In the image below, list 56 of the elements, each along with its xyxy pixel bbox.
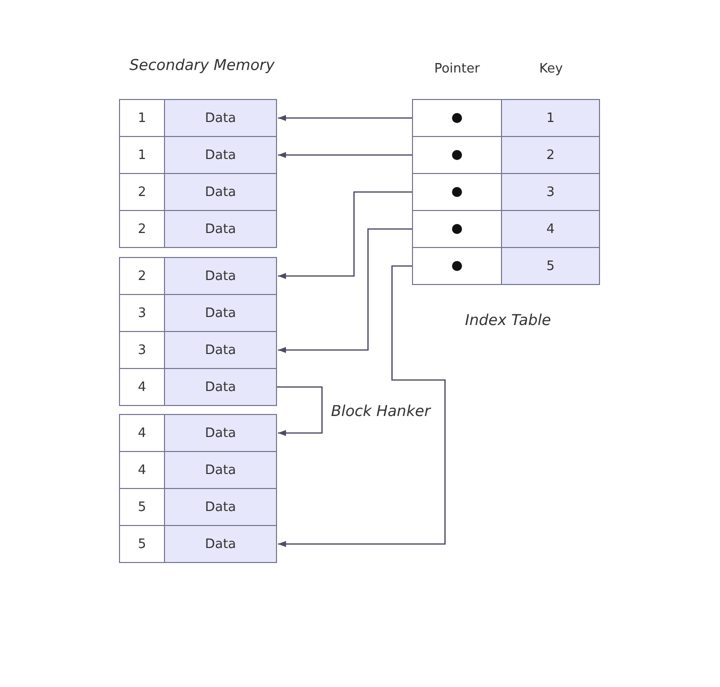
- record-key: 4: [138, 426, 146, 440]
- record-key: 2: [138, 184, 146, 200]
- column-header: Key: [539, 62, 563, 76]
- record-key: 2: [138, 222, 146, 236]
- record-row: [119, 136, 277, 174]
- index-row: [412, 210, 600, 248]
- index-key: 2: [501, 137, 599, 173]
- record-row: [119, 294, 277, 332]
- index-row: [412, 136, 600, 174]
- record-data: Data: [164, 174, 276, 210]
- arrow: [277, 386, 323, 436]
- record-key: 2: [138, 268, 146, 284]
- table-caption: Index Table: [464, 311, 552, 329]
- index-row: [412, 99, 600, 137]
- record-key: 3: [138, 306, 146, 320]
- record-data: Data: [164, 415, 276, 451]
- record-data: Data: [164, 526, 276, 562]
- arrow: [278, 265, 446, 547]
- record-row: [119, 414, 277, 452]
- index-row: [412, 173, 600, 211]
- record-key: 5: [138, 536, 146, 552]
- record-key: 3: [138, 342, 146, 358]
- arrow: [278, 152, 412, 158]
- record-row: [119, 99, 277, 137]
- record-row: [119, 525, 277, 563]
- record-key: 1: [138, 148, 146, 162]
- record-key: 4: [138, 380, 146, 394]
- record-row: [119, 257, 277, 295]
- record-key: 1: [138, 110, 146, 126]
- index-key: 1: [501, 100, 599, 136]
- record-data: Data: [164, 100, 276, 136]
- index-key: 3: [501, 174, 599, 210]
- index-key: 4: [501, 211, 599, 247]
- record-data: Data: [164, 369, 276, 405]
- record-data: Data: [164, 295, 276, 331]
- record-data: Data: [164, 211, 276, 247]
- record-row: [119, 173, 277, 211]
- index-key: 5: [501, 248, 599, 284]
- record-data: Data: [164, 137, 276, 173]
- record-row: [119, 488, 277, 526]
- record-data: Data: [164, 258, 276, 294]
- column-header: Pointer: [434, 62, 480, 76]
- index-row: [412, 247, 600, 285]
- record-key: 5: [138, 500, 146, 514]
- record-key: 4: [138, 462, 146, 478]
- section-heading: Secondary Memory: [129, 56, 275, 74]
- record-row: [119, 331, 277, 369]
- record-data: Data: [164, 332, 276, 368]
- arrow: [278, 228, 412, 353]
- arrow: [278, 115, 412, 121]
- record-row: [119, 210, 277, 248]
- record-data: Data: [164, 452, 276, 488]
- record-row: [119, 451, 277, 489]
- arrow: [278, 191, 412, 279]
- record-row: [119, 368, 277, 406]
- record-data: Data: [164, 489, 276, 525]
